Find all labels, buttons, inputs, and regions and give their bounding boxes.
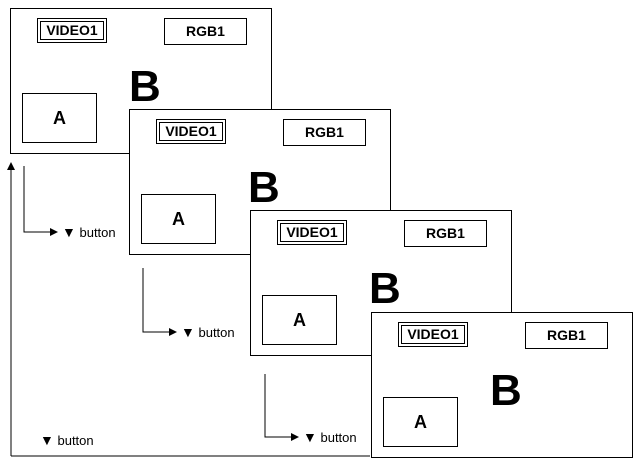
rgb-source: RGB1	[525, 322, 608, 349]
screen-4: VIDEO1 RGB1 A B	[371, 312, 633, 458]
button-text: button	[198, 325, 235, 340]
button-text: button	[79, 225, 116, 240]
step-1-button-label: ▼ button	[62, 224, 116, 241]
down-arrow-icon: ▼	[181, 324, 195, 340]
down-arrow-icon: ▼	[303, 429, 317, 445]
video-source-selected: VIDEO1	[37, 18, 107, 43]
down-arrow-icon: ▼	[62, 224, 76, 240]
sub-window-a: A	[262, 295, 337, 345]
down-arrow-icon: ▼	[40, 432, 54, 448]
main-window-b: B	[490, 366, 522, 415]
button-text: button	[320, 430, 357, 445]
video-source-selected: VIDEO1	[277, 220, 347, 245]
rgb-source: RGB1	[283, 119, 366, 146]
main-window-b: B	[129, 62, 161, 111]
step-4-button-label: ▼ button	[40, 432, 94, 449]
sub-window-a: A	[141, 194, 216, 244]
button-text: button	[57, 433, 94, 448]
sub-window-a: A	[383, 397, 458, 447]
video-source-selected: VIDEO1	[156, 119, 226, 144]
step-3-button-label: ▼ button	[303, 429, 357, 446]
sub-window-a: A	[22, 93, 97, 143]
step-2-button-label: ▼ button	[181, 324, 235, 341]
main-window-b: B	[248, 163, 280, 212]
rgb-source: RGB1	[404, 220, 487, 247]
main-window-b: B	[369, 264, 401, 313]
video-source-selected: VIDEO1	[398, 322, 468, 347]
rgb-source: RGB1	[164, 18, 247, 45]
